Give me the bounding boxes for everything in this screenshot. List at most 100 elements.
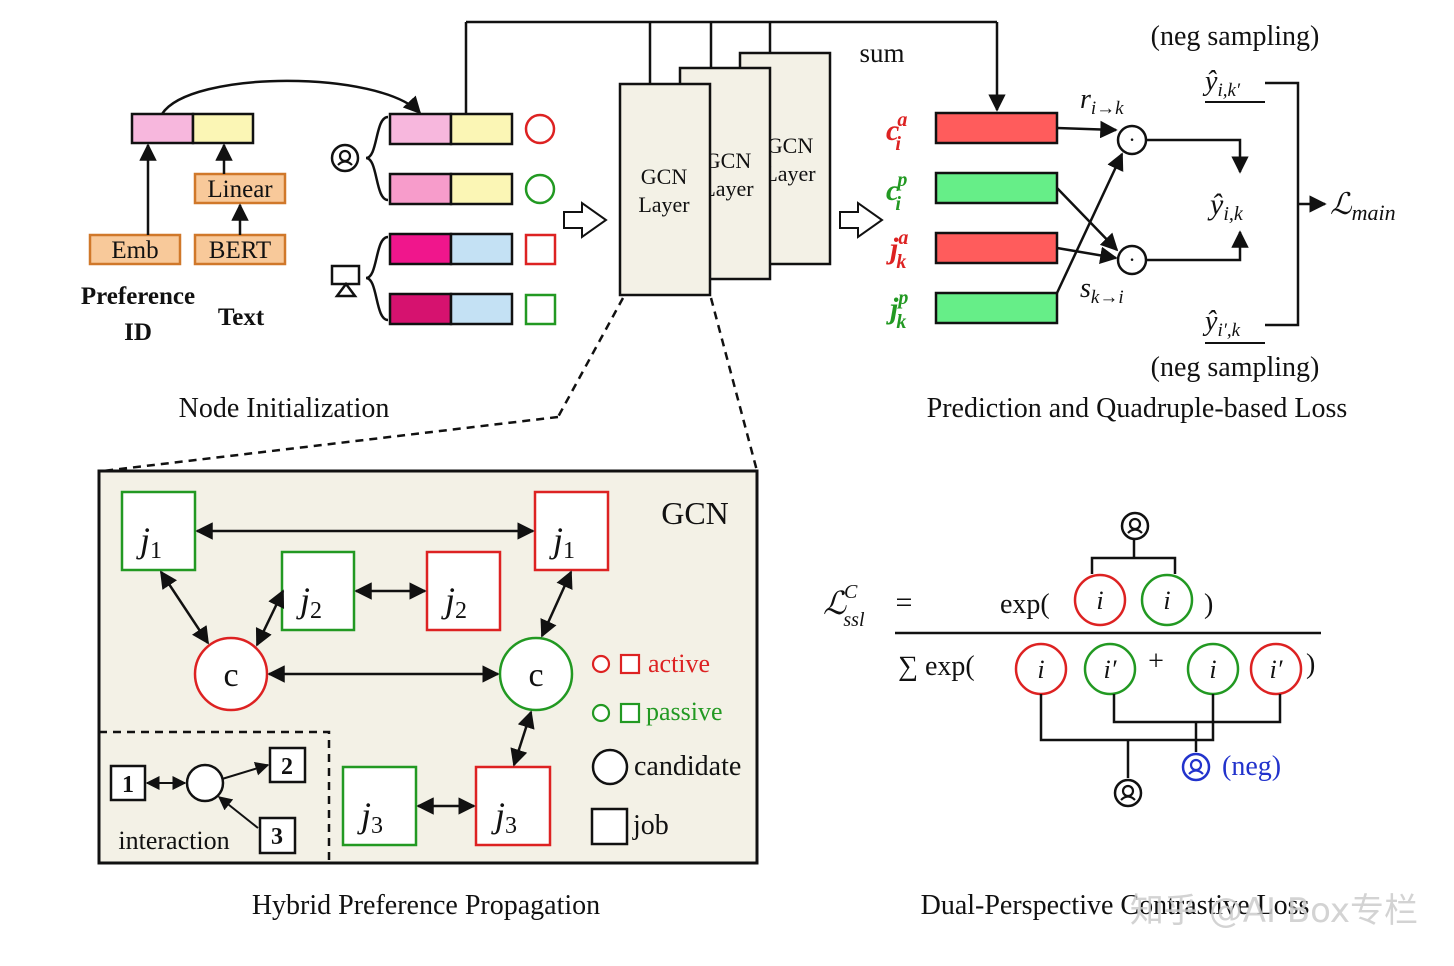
job-embeddings: [330, 232, 557, 326]
svg-text:i: i: [1096, 586, 1103, 615]
linear-box: [193, 172, 287, 205]
zoom-line-left-2: [102, 415, 559, 473]
job-j2-passive: [280, 550, 356, 632]
job-j2-active: [425, 550, 502, 632]
watermark: 知乎 @AI Box专栏: [1130, 891, 1418, 931]
gcn-panel-section: GCN j1 j1 j2 j2 j3 j3 c c: [97, 297, 759, 921]
gcn-panel-title: GCN: [661, 495, 729, 531]
bert-label: BERT: [209, 237, 271, 264]
svg-text:3: 3: [271, 824, 283, 850]
neg-sampling-top: (neg sampling): [1151, 21, 1320, 52]
neg-person-head-icon: [1181, 752, 1211, 782]
job-active-bar: [934, 231, 1059, 265]
svg-text:c: c: [223, 657, 238, 694]
svg-text:j1: j1: [136, 520, 162, 564]
den-i-prime-passive: [1083, 642, 1137, 696]
neg-label: (neg): [1222, 751, 1281, 782]
svg-text:i: i: [1163, 586, 1170, 615]
emb-label: Emb: [111, 237, 158, 264]
candidate-brace: [365, 115, 389, 202]
svg-text:Layer: Layer: [764, 161, 816, 186]
gcn-layers-section: GCN Layer GCN Layer GCN Layer sum: [464, 20, 1006, 297]
candidate-active-node: [193, 636, 269, 712]
s-k-i-label: sk→i: [1080, 273, 1124, 308]
passive-job-marker: [524, 293, 557, 326]
zoom-line-right: [709, 297, 759, 472]
svg-text:∑ exp(: ∑ exp(: [898, 651, 975, 682]
svg-text:Layer: Layer: [638, 192, 690, 217]
svg-text:GCN: GCN: [641, 164, 688, 189]
job-passive-bar: [934, 291, 1059, 325]
svg-text:·: ·: [1128, 127, 1135, 152]
init-to-node-arrow: [160, 79, 422, 115]
y-hat-neg-job-label: ŷi,k′: [1202, 66, 1241, 101]
svg-text:+: +: [1148, 646, 1164, 677]
y-hat-neg-candidate-label: ŷi′,k: [1202, 306, 1241, 341]
svg-text:GCN: GCN: [767, 133, 814, 158]
id-label: ID: [124, 319, 152, 346]
y-hat-positive-label: ŷi,k: [1207, 188, 1244, 225]
r-i-k-label: ri→k: [1080, 84, 1124, 119]
num-i-active: [1073, 573, 1127, 627]
svg-text:i: i: [1037, 655, 1044, 684]
legend-active: active: [648, 649, 710, 678]
passive-candidate-marker: [524, 173, 556, 205]
interaction-label: interaction: [118, 826, 229, 855]
svg-text:c: c: [528, 657, 543, 694]
legend-job: job: [632, 810, 669, 841]
svg-text:j3: j3: [491, 795, 517, 839]
linear-label: Linear: [207, 176, 273, 203]
node-init-caption: Node Initialization: [179, 393, 390, 424]
bert-box: [193, 233, 287, 266]
person-head-icon: [1113, 778, 1143, 808]
contrastive-caption: Dual-Perspective Contrastive Loss: [921, 890, 1310, 921]
preference-id-embedding-cell: [130, 112, 195, 145]
hollow-arrow-1: [563, 201, 608, 239]
skip-connection-lines: [464, 20, 1006, 113]
candidate-active-bar: [934, 111, 1059, 145]
svg-text:1: 1: [122, 772, 134, 798]
svg-text:i′: i′: [1270, 655, 1283, 684]
den-i-prime-active: [1249, 642, 1303, 696]
svg-text:GCN: GCN: [705, 148, 752, 173]
legend-passive: passive: [646, 697, 723, 726]
presentation-board-icon: [330, 264, 361, 298]
interaction-inset: 1 2 3 interaction: [99, 730, 331, 863]
legend-candidate: candidate: [634, 751, 741, 782]
zoom-line-left-1: [556, 297, 625, 418]
prediction-caption: Prediction and Quadruple-based Loss: [927, 393, 1348, 424]
node-initialization-section: Emb BERT Linear Preference ID Text: [81, 79, 557, 424]
gcn-edges: [159, 522, 573, 815]
person-head-icon: [330, 143, 360, 173]
loss-main-label: ℒmain: [1330, 188, 1396, 225]
active-candidate-marker: [524, 113, 556, 145]
svg-text:j3: j3: [357, 795, 383, 839]
candidate-embeddings: [330, 112, 556, 206]
num-i-passive: [1140, 573, 1194, 627]
candidate-passive-bar: [934, 171, 1059, 205]
person-head-icon: [1120, 511, 1150, 541]
text-embedding-cell: [191, 112, 255, 145]
svg-text:=: =: [896, 586, 913, 619]
active-job-marker: [524, 233, 557, 266]
hollow-arrow-2: [839, 201, 884, 239]
text-label: Text: [218, 304, 265, 331]
gcn-legend: active passive candidate job: [590, 649, 741, 846]
denominator-brackets: [1039, 694, 1282, 778]
svg-text:j1: j1: [549, 520, 575, 564]
job-brace: [365, 235, 389, 322]
job-j1-passive: [120, 490, 197, 572]
emb-box: [88, 233, 182, 266]
svg-text:i: i: [1209, 655, 1216, 684]
job-j3-active: [474, 765, 552, 847]
preference-label: Preference: [81, 283, 195, 310]
